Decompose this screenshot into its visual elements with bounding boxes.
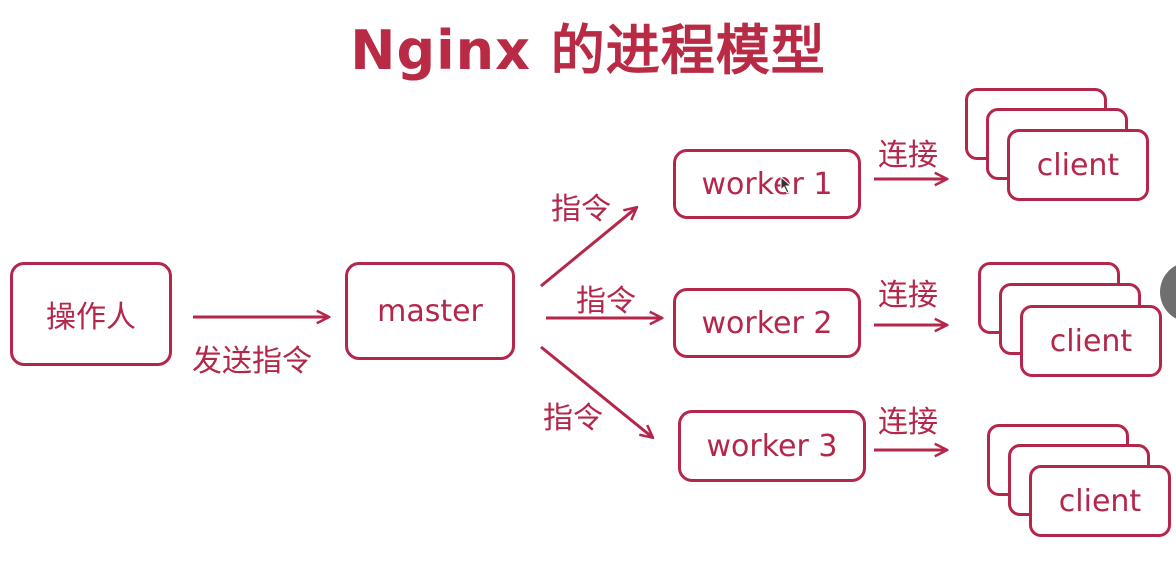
diagram-title: Nginx 的进程模型: [350, 19, 826, 82]
worker3-label: worker 3: [706, 428, 838, 464]
connect-label-2: 连接: [878, 278, 938, 313]
client-label-3: client: [1058, 483, 1142, 519]
operator-label: 操作人: [46, 300, 136, 335]
worker1-node: worker 1: [673, 149, 861, 219]
master-node: master: [345, 262, 515, 360]
send-command-label: 发送指令: [192, 344, 312, 379]
worker2-label: worker 2: [701, 305, 833, 341]
mouse-cursor-icon: [780, 176, 793, 194]
worker1-label: worker 1: [701, 166, 833, 202]
client-label-1: client: [1036, 147, 1120, 183]
master-label: master: [377, 293, 483, 329]
edge-overlay-circle: [1160, 262, 1176, 322]
operator-node: 操作人: [10, 262, 172, 366]
worker2-node: worker 2: [673, 288, 861, 358]
client-label-2: client: [1049, 323, 1133, 359]
client-card-front-1: client: [1007, 129, 1149, 201]
connect-label-3: 连接: [878, 405, 938, 440]
command-label-1: 指令: [551, 192, 611, 227]
worker3-node: worker 3: [678, 410, 866, 482]
arrow-master-to-worker1: [540, 208, 636, 288]
client-card-front-2: client: [1020, 305, 1162, 377]
command-label-2: 指令: [576, 284, 636, 319]
command-label-3: 指令: [543, 401, 603, 436]
connect-label-1: 连接: [878, 138, 938, 173]
arrow-master-to-worker3: [540, 345, 652, 437]
client-card-front-3: client: [1029, 465, 1171, 537]
